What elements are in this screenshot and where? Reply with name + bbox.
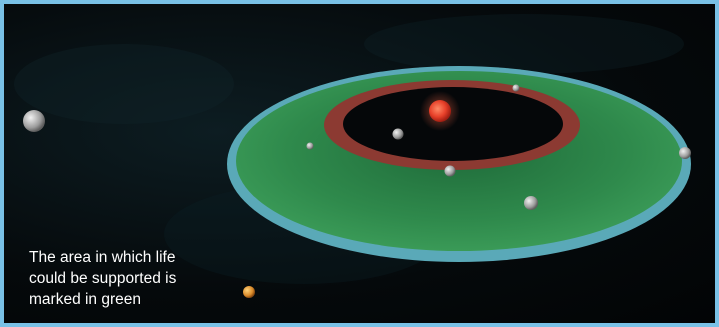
planet <box>512 84 520 92</box>
habitable-zone-illustration <box>14 14 691 298</box>
star <box>429 100 451 122</box>
image-caption: The area in which life could be supporte… <box>29 249 177 308</box>
planet <box>444 165 456 177</box>
planet <box>306 142 314 150</box>
planet <box>23 110 45 132</box>
planet <box>524 196 538 210</box>
planet-orange <box>243 286 255 298</box>
planet <box>679 147 691 159</box>
planet <box>392 128 404 140</box>
